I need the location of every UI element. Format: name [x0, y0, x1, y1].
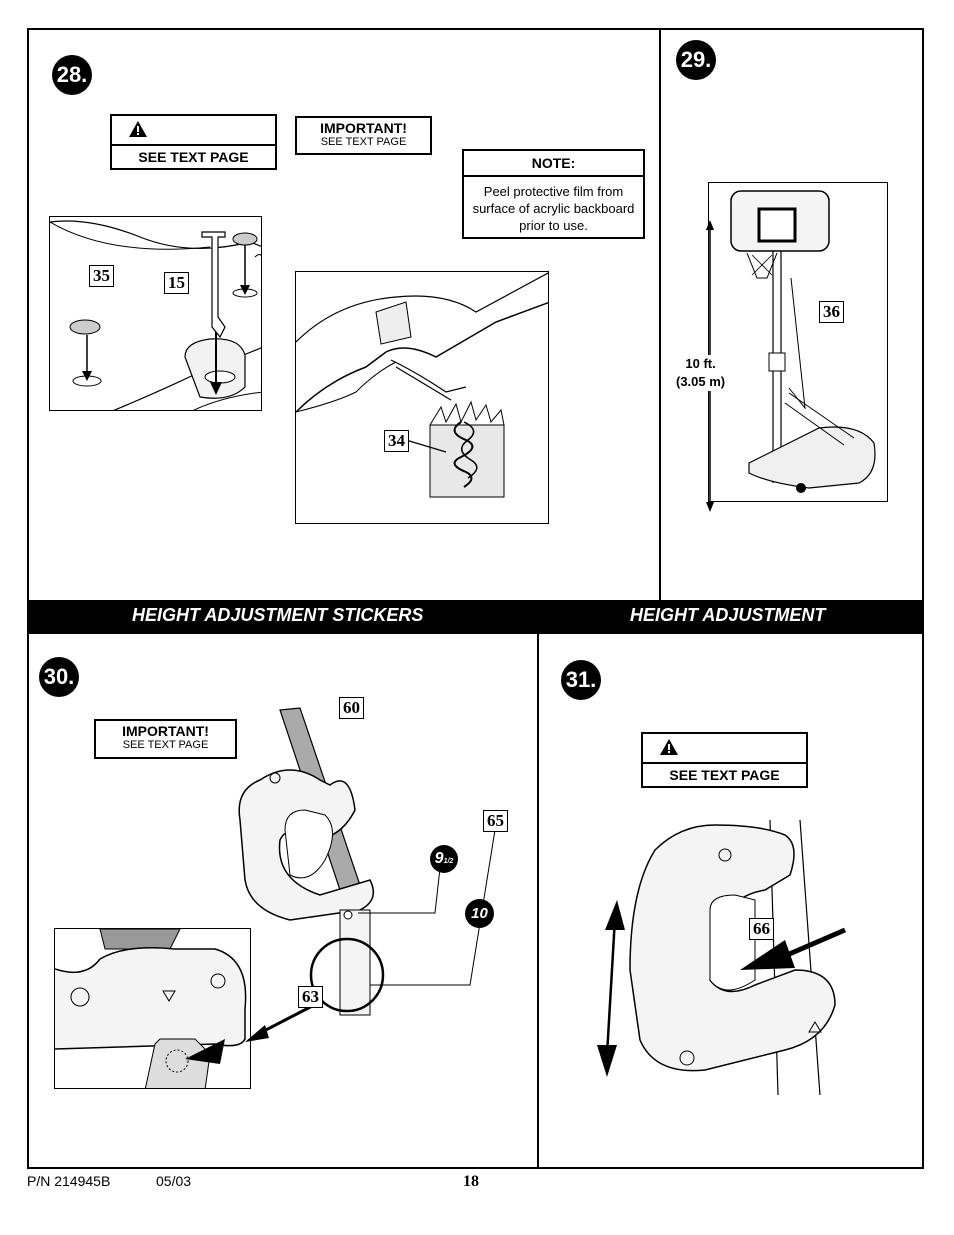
warning-triangle-icon: [129, 121, 147, 137]
step-30-badge: 30.: [39, 657, 79, 697]
callout-66: 66: [749, 918, 774, 940]
ground-anchor-drawing: [296, 272, 548, 498]
divider-top: [659, 28, 661, 600]
warning-box: SEE TEXT PAGE: [110, 114, 277, 170]
full-system-illustration: [708, 182, 888, 502]
note-box: NOTE: Peel protective film from surface …: [462, 149, 645, 239]
important-title: IMPORTANT!: [320, 120, 407, 136]
step-28-badge: 28.: [52, 55, 92, 95]
warning-label-step31: SEE TEXT PAGE: [669, 767, 780, 783]
full-system-drawing: [730, 190, 876, 493]
sticker-detail-illustration: [54, 928, 251, 1089]
warning-box-step31: SEE TEXT PAGE: [641, 732, 808, 788]
warning-triangle-icon: [660, 739, 678, 755]
warning-label: SEE TEXT PAGE: [138, 149, 249, 165]
height-adjust-mechanism-drawing: [597, 819, 846, 1096]
callout-65: 65: [483, 810, 508, 832]
callout-15: 15: [164, 272, 189, 294]
base-plug-illustration: [49, 216, 262, 411]
important-box: IMPORTANT! SEE TEXT PAGE: [295, 116, 432, 155]
important-subtitle-step30: SEE TEXT PAGE: [122, 739, 209, 751]
callout-60: 60: [339, 697, 364, 719]
page-frame: [27, 28, 924, 1169]
callout-35: 35: [89, 265, 114, 287]
part-number: P/N 214945B: [27, 1173, 111, 1189]
note-title: NOTE:: [464, 151, 643, 177]
callout-36: 36: [819, 301, 844, 323]
base-plug-drawing: [50, 220, 261, 410]
document-date: 05/03: [156, 1173, 192, 1189]
sticker-10-icon: 10: [465, 899, 494, 928]
page-number: 18: [463, 1173, 479, 1190]
ground-anchor-illustration: [295, 271, 549, 524]
step-29-badge: 29.: [676, 40, 716, 80]
sticker-detail-drawing: [55, 929, 247, 1088]
height-adjust-handle-drawing: [238, 707, 496, 1016]
step-31-badge: 31.: [561, 660, 601, 700]
important-title-step30: IMPORTANT!: [122, 723, 209, 739]
warning-header-step31: [643, 734, 806, 764]
important-box-step30: IMPORTANT! SEE TEXT PAGE: [94, 719, 237, 759]
important-subtitle: SEE TEXT PAGE: [320, 136, 407, 148]
section-title-height: HEIGHT ADJUSTMENT: [630, 605, 826, 625]
height-meters: (3.05 m): [676, 374, 726, 389]
height-feet: 10 ft.: [685, 356, 716, 371]
height-label: 10 ft. (3.05 m): [676, 355, 726, 391]
callout-34: 34: [384, 430, 409, 452]
divider-bottom: [537, 634, 539, 1169]
section-header-bar: HEIGHT ADJUSTMENT STICKERS HEIGHT ADJUST…: [27, 600, 924, 634]
sticker-9-fraction: 1/2: [443, 858, 454, 865]
warning-header: [112, 116, 275, 146]
sticker-9-half-icon: 91/2: [430, 845, 458, 873]
callout-63: 63: [298, 986, 323, 1008]
section-title-stickers: HEIGHT ADJUSTMENT STICKERS: [132, 605, 424, 625]
note-text: Peel protective film from surface of acr…: [472, 184, 635, 233]
sticker-9-number: 9: [434, 850, 444, 867]
